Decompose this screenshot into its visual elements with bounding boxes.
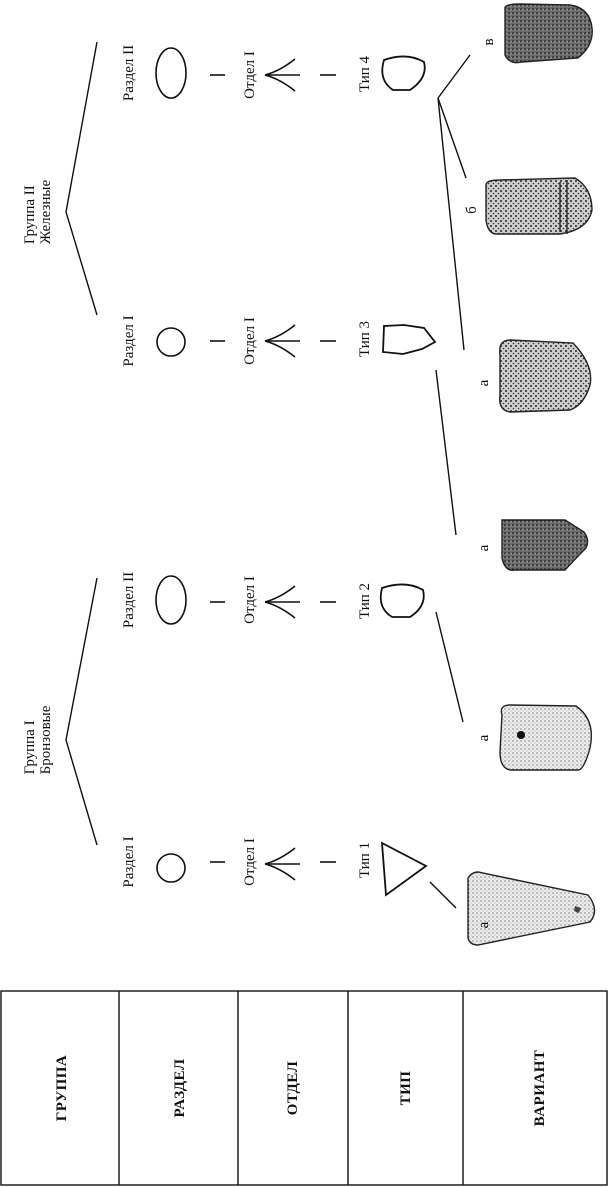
table-grid xyxy=(0,990,608,1186)
type-1-triangle-icon xyxy=(380,841,428,897)
variant-2-letter: а xyxy=(476,734,492,742)
variant-drawings xyxy=(467,3,596,946)
variant-5b-thimble-icon xyxy=(485,177,593,235)
type-variant-connectors xyxy=(429,54,471,909)
type-4-label: Тип 4 xyxy=(357,55,373,93)
type-4-round-icon xyxy=(381,55,426,91)
variant-5-letter: б xyxy=(464,206,480,214)
section-4-oval-icon xyxy=(155,47,187,99)
section-1-circle-icon xyxy=(156,853,186,883)
table-row-type-label: ТИП xyxy=(398,1070,414,1106)
group-2-label: Группа II Железные xyxy=(22,180,54,244)
section-2-label: Раздел II xyxy=(121,571,137,629)
group-2-title: Группа II xyxy=(22,185,38,245)
variant-1-letter: а xyxy=(476,921,492,929)
group-1-label: Группа I Бронзовые xyxy=(22,706,54,775)
division-2-label: Отдел I xyxy=(242,576,258,624)
type-shapes xyxy=(379,55,437,897)
division-3-label: Отдел I xyxy=(242,317,258,365)
division-1-prongs-icon xyxy=(264,847,300,881)
variant-1a-thimble-icon xyxy=(467,871,596,946)
variant-3a-thimble-icon xyxy=(501,519,589,571)
table-row-variant-label: ВАРИАНТ xyxy=(532,1049,548,1127)
table-row-division-label: ОТДЕЛ xyxy=(285,1060,301,1116)
division-4-label: Отдел I xyxy=(242,51,258,99)
section-3-label: Раздел I xyxy=(121,315,137,367)
table-row-group-label: ГРУППА xyxy=(54,1054,70,1122)
division-type-connectors xyxy=(320,74,336,863)
division-1-label: Отдел I xyxy=(242,838,258,886)
division-3-prongs-icon xyxy=(264,324,300,358)
variant-4-letter: а xyxy=(476,379,492,387)
group-1-material: Бронзовые xyxy=(38,705,54,775)
type-2-round-icon xyxy=(379,583,425,618)
section-1-label: Раздел I xyxy=(121,836,137,888)
table-row-section-label: РАЗДЕЛ xyxy=(172,1058,188,1118)
division-4-prongs-icon xyxy=(264,58,300,92)
type-3-pentagon-icon xyxy=(382,324,437,355)
section-shapes xyxy=(155,47,187,883)
group-brackets xyxy=(65,41,98,846)
division-2-prongs-icon xyxy=(264,585,300,619)
group-1-title: Группа I xyxy=(22,720,38,775)
group-2-material: Железные xyxy=(38,179,54,245)
type-1-label: Тип 1 xyxy=(357,841,373,879)
type-3-label: Тип 3 xyxy=(357,320,373,358)
section-4-label: Раздел II xyxy=(121,44,137,102)
variant-6c-thimble-icon xyxy=(504,3,593,64)
variant-6-letter: в xyxy=(481,38,497,46)
type-2-label: Тип 2 xyxy=(357,582,373,620)
section-division-connectors xyxy=(210,74,225,863)
division-shapes xyxy=(264,58,300,881)
section-2-oval-icon xyxy=(155,575,187,625)
variant-2a-thimble-icon xyxy=(499,704,593,771)
variant-4a-thimble-icon xyxy=(499,339,592,413)
section-3-circle-icon xyxy=(156,327,186,357)
variant-3-letter: а xyxy=(476,544,492,552)
